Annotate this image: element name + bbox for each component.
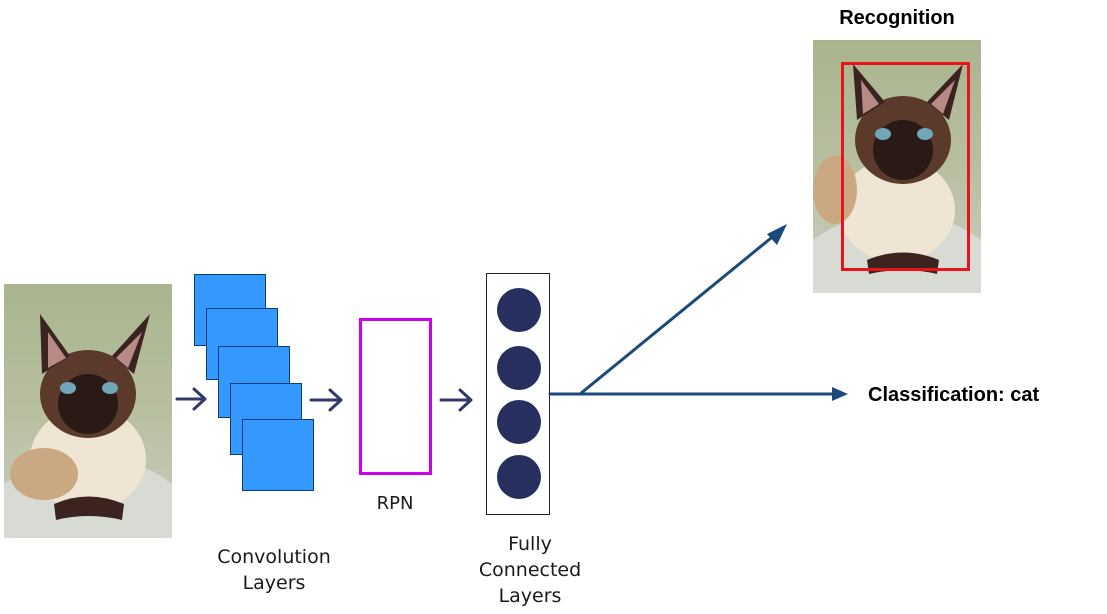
output-cat-image — [813, 40, 981, 293]
fc-label-line3: Layers — [498, 585, 562, 607]
arrow-image-to-conv-icon — [175, 387, 207, 411]
fc-node-2 — [497, 346, 541, 390]
fc-label-line2: Connected — [478, 559, 582, 581]
cat-illustration — [4, 284, 172, 538]
rpn-box — [359, 318, 432, 475]
rpn-label: RPN — [376, 493, 414, 514]
arrow-conv-to-rpn-icon — [309, 388, 343, 412]
arrowhead-recognition-icon — [767, 224, 787, 245]
conv-label-line1: Convolution — [217, 546, 331, 568]
conv-label-line2: Layers — [242, 572, 306, 594]
fc-node-1 — [497, 288, 541, 332]
arrow-fc-to-outputs-icon — [548, 232, 836, 396]
fc-label-line1: Fully — [508, 533, 552, 555]
fc-layers-label: Fully Connected Layers — [460, 531, 600, 609]
classification-label: Classification: cat — [868, 384, 1040, 406]
input-cat-image — [4, 284, 172, 538]
conv-layers-label: Convolution Layers — [186, 544, 362, 596]
arrow-rpn-to-fc-icon — [439, 388, 473, 412]
arrowhead-classification-icon — [832, 387, 848, 401]
fc-node-4 — [497, 455, 541, 499]
detection-bounding-box — [841, 62, 970, 271]
fc-node-3 — [497, 400, 541, 444]
conv-layer-square-5 — [242, 419, 314, 491]
recognition-title: Recognition — [839, 7, 955, 29]
